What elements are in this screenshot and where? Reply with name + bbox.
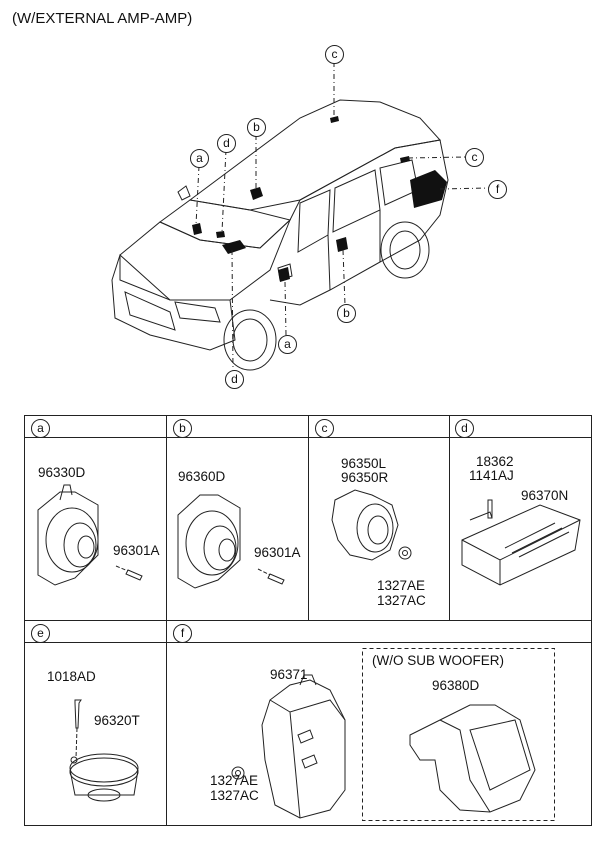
part-96360D: 96360D [178, 469, 226, 484]
part-96380D: 96380D [432, 678, 480, 693]
part-96371: 96371 [270, 667, 308, 682]
callout-a-door: a [278, 335, 297, 354]
cell-f-letter: f [173, 624, 192, 643]
cell-e-letter: e [31, 624, 50, 643]
cell-d-letter: d [455, 419, 474, 438]
wo-sub-woofer-note: (W/O SUB WOOFER) [372, 653, 504, 668]
part-96330D: 96330D [38, 465, 86, 480]
part-96301A-a: 96301A [113, 543, 160, 558]
callout-c-top: c [325, 45, 344, 64]
part-96370N: 96370N [521, 488, 569, 503]
part-1327AE-c: 1327AE [377, 578, 426, 593]
part-1327AC-c: 1327AC [377, 593, 426, 608]
cell-b-letter: b [173, 419, 192, 438]
callout-b-roof: b [247, 118, 266, 137]
cell-c-letter: c [315, 419, 334, 438]
callout-f-right: f [488, 180, 507, 199]
part-18362: 18362 [476, 454, 514, 469]
callout-d-dash: d [217, 134, 236, 153]
part-1327AE-f: 1327AE [210, 773, 259, 788]
part-96350R: 96350R [341, 470, 389, 485]
cell-a-letter: a [31, 419, 50, 438]
part-96320T: 96320T [94, 713, 140, 728]
part-1327AC-f: 1327AC [210, 788, 259, 803]
page-title: (W/EXTERNAL AMP-AMP) [12, 10, 193, 27]
part-96301A-b: 96301A [254, 545, 301, 560]
callout-c-right: c [465, 148, 484, 167]
callout-b-door: b [337, 304, 356, 323]
part-1141AJ: 1141AJ [469, 468, 514, 483]
part-1018AD: 1018AD [47, 669, 96, 684]
callout-a-left: a [190, 149, 209, 168]
part-96350L: 96350L [341, 456, 387, 471]
callout-d-bottom: d [225, 370, 244, 389]
